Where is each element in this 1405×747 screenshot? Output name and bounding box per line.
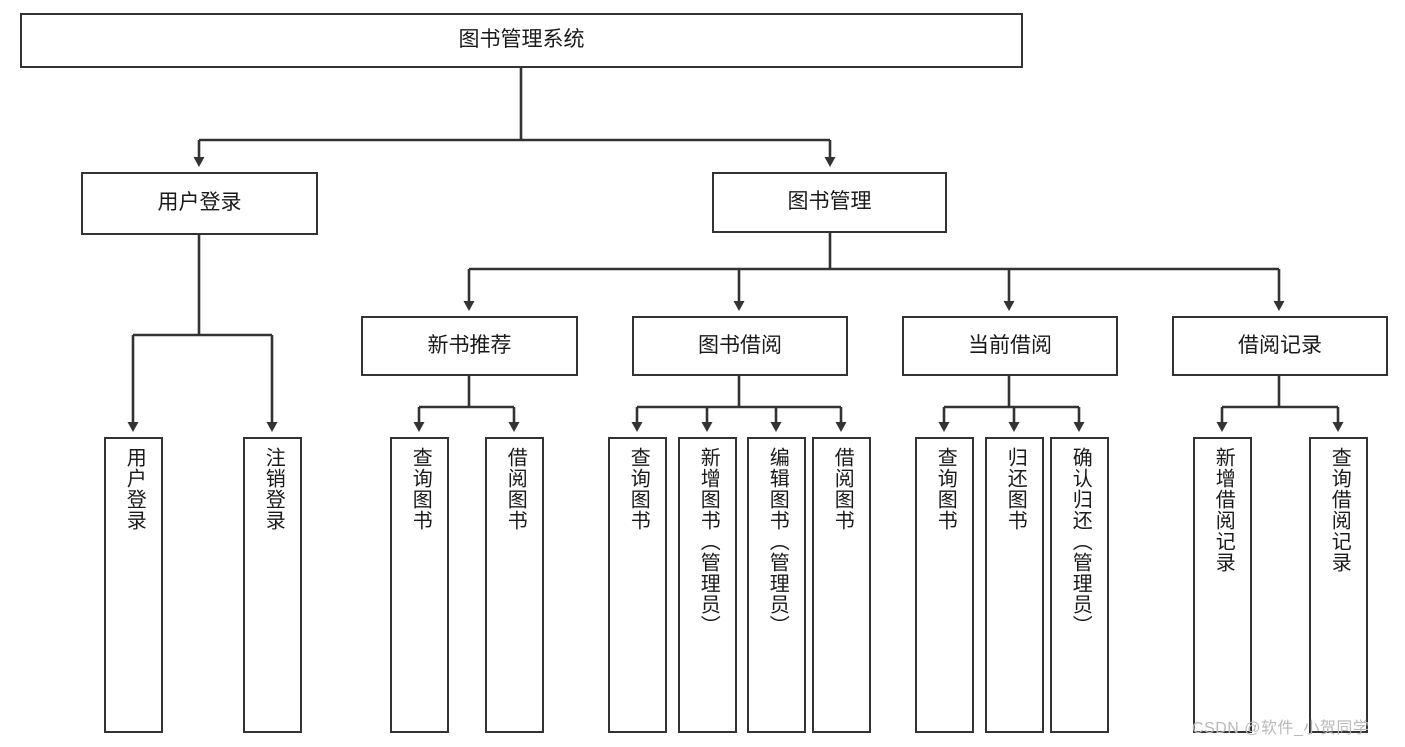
leaf-book-borrow-borrow[interactable]: 借阅图书 [812,437,871,733]
node-label: 查询图书 [627,447,650,531]
node-label: 新增借阅记录 [1212,447,1235,573]
node-label: 新增图书（管理员） [697,447,720,636]
leaf-new-book-borrow[interactable]: 借阅图书 [485,437,544,733]
node-current-borrow[interactable]: 当前借阅 [902,316,1118,376]
node-label: 归还图书 [1004,447,1027,531]
watermark: CSDN @软件_小贺同学 [1192,720,1370,737]
node-label: 图书借阅 [698,333,782,357]
leaf-current-borrow-query[interactable]: 查询图书 [915,437,974,733]
leaf-user-login-login[interactable]: 用户登录 [104,437,163,733]
leaf-book-borrow-query[interactable]: 查询图书 [608,437,667,733]
node-new-book-recommend[interactable]: 新书推荐 [361,316,578,376]
leaf-book-borrow-edit[interactable]: 编辑图书（管理员） [747,437,806,733]
node-label: 查询图书 [934,447,957,531]
node-label: 确认归还（管理员） [1069,447,1092,636]
leaf-book-borrow-add[interactable]: 新增图书（管理员） [678,437,737,733]
node-label: 图书管理 [787,190,872,214]
leaf-borrow-record-add[interactable]: 新增借阅记录 [1193,437,1252,733]
node-book-management[interactable]: 图书管理 [712,172,947,233]
node-label: 当前借阅 [968,333,1052,357]
node-borrow-record[interactable]: 借阅记录 [1172,316,1388,376]
node-book-borrow[interactable]: 图书借阅 [632,316,848,376]
node-root-system[interactable]: 图书管理系统 [20,13,1023,68]
node-label: 用户登录 [157,191,242,215]
node-label: 借阅图书 [831,447,854,531]
node-user-login[interactable]: 用户登录 [81,172,318,235]
leaf-user-login-logout[interactable]: 注销登录 [243,437,302,733]
node-label: 查询借阅记录 [1328,447,1351,573]
node-label: 注销登录 [262,447,285,531]
node-label: 借阅图书 [504,447,527,531]
node-label: 新书推荐 [427,333,512,357]
node-label: 图书管理系统 [458,28,585,52]
leaf-new-book-query[interactable]: 查询图书 [390,437,449,733]
leaf-borrow-record-query[interactable]: 查询借阅记录 [1309,437,1368,733]
leaf-current-borrow-confirm[interactable]: 确认归还（管理员） [1050,437,1109,733]
leaf-current-borrow-return[interactable]: 归还图书 [985,437,1044,733]
node-label: 编辑图书（管理员） [766,447,789,636]
node-label: 用户登录 [123,447,146,531]
node-label: 查询图书 [409,447,432,531]
node-label: 借阅记录 [1238,333,1322,357]
